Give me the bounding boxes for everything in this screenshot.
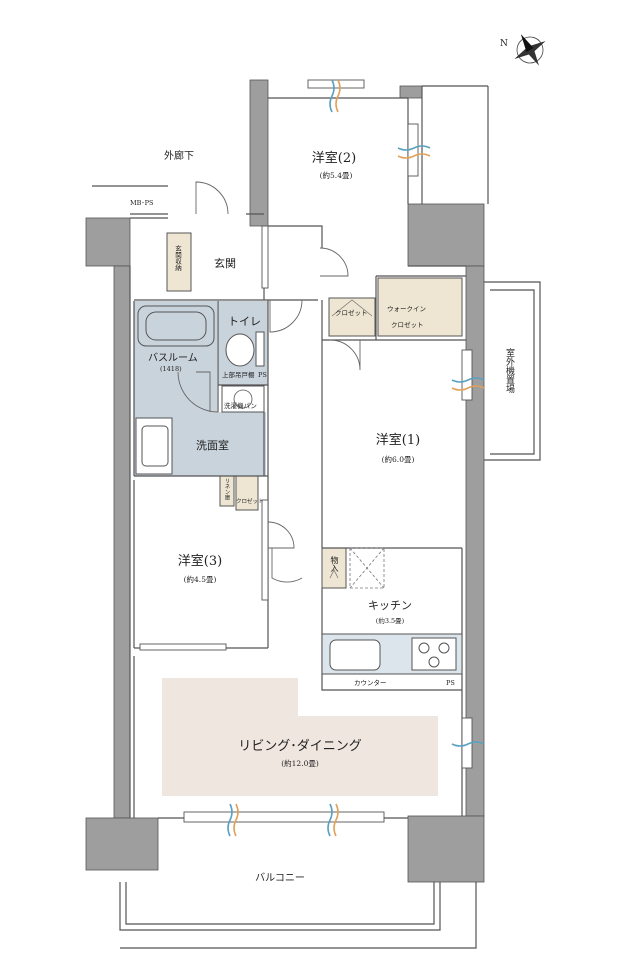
walkin-closet-label-2: クロゼット [391, 321, 424, 329]
walls [85, 79, 485, 883]
room-name-living: リビング･ダイニング [238, 739, 362, 754]
entrance-storage-label: 玄関収納 [173, 245, 182, 271]
room-size-bathroom: (1418) [160, 365, 182, 373]
linen-label: リネン庫 [223, 478, 230, 500]
room-name-bathroom: バスルーム [148, 353, 198, 364]
mbps-label: MB･PS [130, 199, 154, 207]
corridor-label: 外廊下 [164, 151, 194, 162]
airflow-marks [227, 79, 485, 837]
entrance-storage-fill [166, 232, 192, 292]
kitchen-counter [321, 633, 463, 675]
balcony-label: バルコニー [255, 873, 305, 884]
room-name-kitchen: キッチン [368, 599, 412, 612]
ps-label-1: PS [258, 371, 267, 379]
closet-label-2: クロゼット [335, 309, 368, 317]
room-name-western3: 洋室(3) [177, 554, 223, 569]
room-name-toilet: トイレ [228, 315, 261, 328]
storage-label: 物入 [330, 556, 339, 572]
washer-pan-label: 洗濯機パン [224, 402, 257, 410]
storage-fill [321, 547, 347, 589]
outdoor-unit-label: 室外機置場 [504, 348, 514, 393]
closet-label-3: クロゼット [236, 499, 264, 505]
ps-label-2: PS [446, 679, 455, 687]
north-label: N [500, 39, 508, 49]
washer-pan [233, 389, 253, 409]
room-name-entrance: 玄関 [214, 257, 236, 270]
kitchen-crossbox [349, 547, 385, 589]
washbasin [135, 417, 173, 475]
room-name-washroom: 洗面室 [196, 439, 229, 452]
bathroom-fill [134, 301, 217, 412]
bathtub [137, 305, 215, 347]
toilet-bowl [225, 331, 265, 367]
room-size-western3: (約4.5畳) [183, 575, 217, 584]
walkin-closet-label-1: ウォークイン [387, 305, 426, 313]
compass-icon [514, 34, 546, 66]
room-size-western1: (約6.0畳) [381, 455, 415, 464]
room-size-living: (約12.0畳) [281, 759, 319, 768]
windows [139, 79, 473, 823]
upper-cabinet-label: 上部吊戸棚 [222, 371, 255, 379]
walkin-closet-fill [377, 277, 463, 337]
room-size-western2: (約5.4畳) [319, 171, 353, 180]
room-name-western1: 洋室(1) [375, 433, 421, 448]
closet-fill-2 [328, 297, 376, 337]
room-size-kitchen: (約3.5畳) [375, 617, 405, 625]
room-name-western2: 洋室(2) [311, 151, 357, 166]
counter-label: カウンター [354, 679, 387, 687]
doors [177, 181, 361, 583]
closet-doors [329, 299, 373, 579]
